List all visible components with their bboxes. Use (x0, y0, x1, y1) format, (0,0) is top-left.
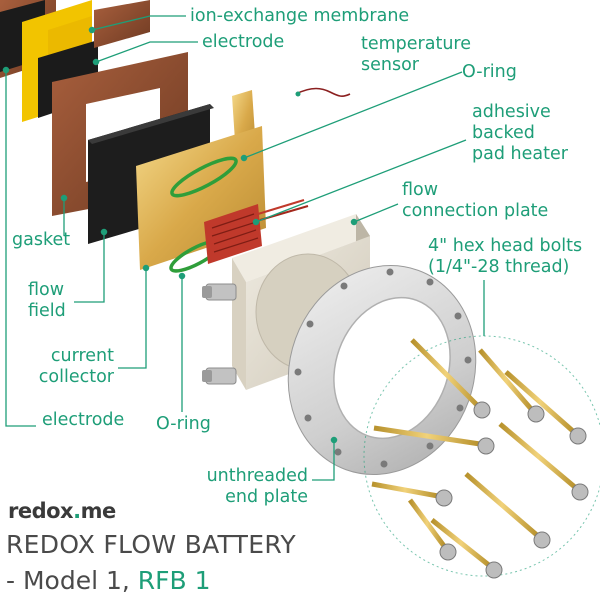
label-temperature-line1: temperature (361, 34, 471, 54)
flow-field-top-edge (88, 104, 214, 144)
page-title: REDOX FLOW BATTERY (6, 530, 296, 559)
label-ion-exchange-membrane: ion-exchange membrane (190, 6, 410, 26)
bolt (410, 338, 491, 419)
label-flow-field-line1: flow (28, 280, 65, 300)
subtitle-model: RFB 1 (137, 566, 211, 595)
copper-frame-mid (94, 0, 150, 48)
label-temperature-line2: sensor (361, 55, 419, 75)
label-electrode-bottom: electrode (42, 410, 125, 430)
label-flow-connection-plate: flow connection plate (402, 180, 548, 222)
label-collector-line2: collector (38, 367, 114, 387)
bolt (464, 472, 551, 549)
bolt (498, 422, 589, 501)
label-flow-field-line2: field (28, 301, 66, 321)
label-heater-line1: adhesive (472, 102, 551, 122)
unthreaded-end-plate (287, 265, 477, 475)
label-flow-field: flow field (28, 280, 66, 322)
label-o-ring-top: O-ring (462, 62, 517, 82)
temperature-sensor-wire (295, 87, 351, 97)
temperature-sensor-tip (295, 91, 301, 97)
brand-logo: redox.me (8, 499, 116, 523)
brand-name-left: redox (8, 499, 74, 523)
label-adhesive-pad-heater: adhesive backed pad heater (472, 102, 568, 165)
label-end-plate-line2: end plate (225, 487, 308, 507)
leader-lines (2, 15, 485, 481)
bolt (371, 481, 453, 507)
label-gasket: gasket (12, 230, 71, 250)
page-subtitle: - Model 1, RFB 1 (6, 566, 211, 595)
label-bolts-line2: (1/4"-28 thread) (428, 257, 570, 277)
label-flow-line1: flow (402, 180, 439, 200)
label-electrode-top: electrode (202, 32, 285, 52)
label-current-collector: current collector (30, 346, 114, 388)
label-bolts-line1: 4" hex head bolts (428, 236, 583, 256)
bolt (504, 370, 587, 445)
label-o-ring-bottom: O-ring (156, 414, 211, 434)
label-collector-line1: current (50, 346, 114, 366)
o-ring-top-shape (170, 156, 238, 198)
bolt (373, 425, 495, 455)
label-heater-line3: pad heater (472, 144, 568, 164)
subtitle-prefix: - Model 1, (6, 566, 138, 595)
label-unthreaded-end-plate: unthreaded end plate (200, 466, 308, 508)
brand-name-right: me (80, 499, 117, 523)
label-heater-line2: backed (472, 123, 535, 143)
label-end-plate-line1: unthreaded (206, 466, 308, 486)
bolt (478, 348, 545, 423)
bolt (430, 518, 503, 579)
label-temperature-sensor: temperature sensor (361, 34, 471, 76)
label-flow-line2: connection plate (402, 201, 549, 221)
bolt (407, 498, 457, 561)
label-hex-bolts: 4" hex head bolts (1/4"-28 thread) (428, 236, 582, 278)
brand-dot: . (73, 499, 81, 523)
